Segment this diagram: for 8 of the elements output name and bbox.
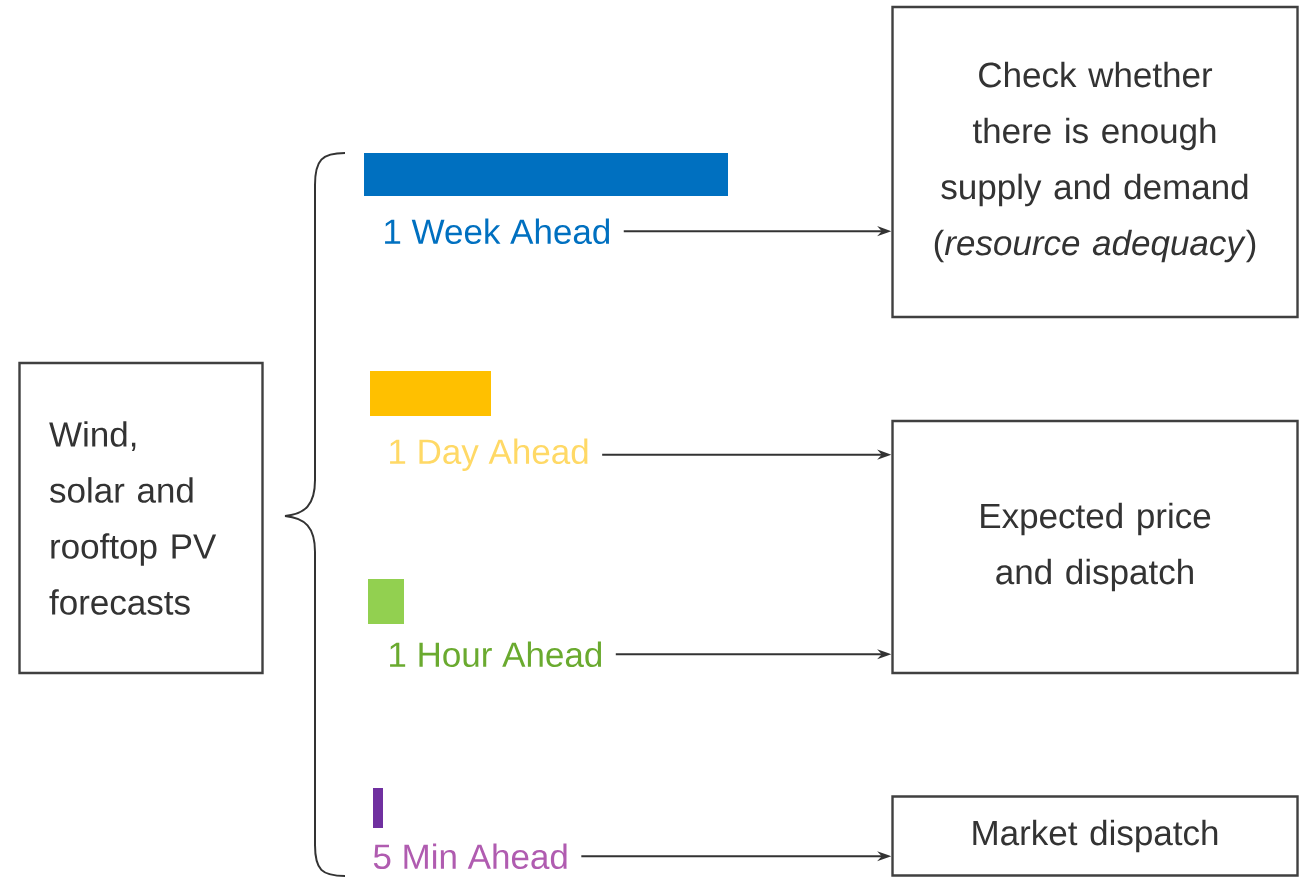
bar-label: 1 Day Ahead [390, 438, 588, 472]
bar-label: 5 Min Ahead [373, 843, 567, 870]
bar-label: 1 Week Ahead [385, 218, 610, 245]
text-box: Expected price and dispatch [891, 419, 1299, 675]
text-box: Market dispatch [891, 795, 1299, 877]
text-box: Check whether there is enough supply and demand (resource adequacy) [891, 5, 1299, 319]
text-box: Wind, solar and rooftop PV forecasts [18, 361, 264, 675]
bar-label: 1 Hour Ahead [390, 641, 602, 668]
